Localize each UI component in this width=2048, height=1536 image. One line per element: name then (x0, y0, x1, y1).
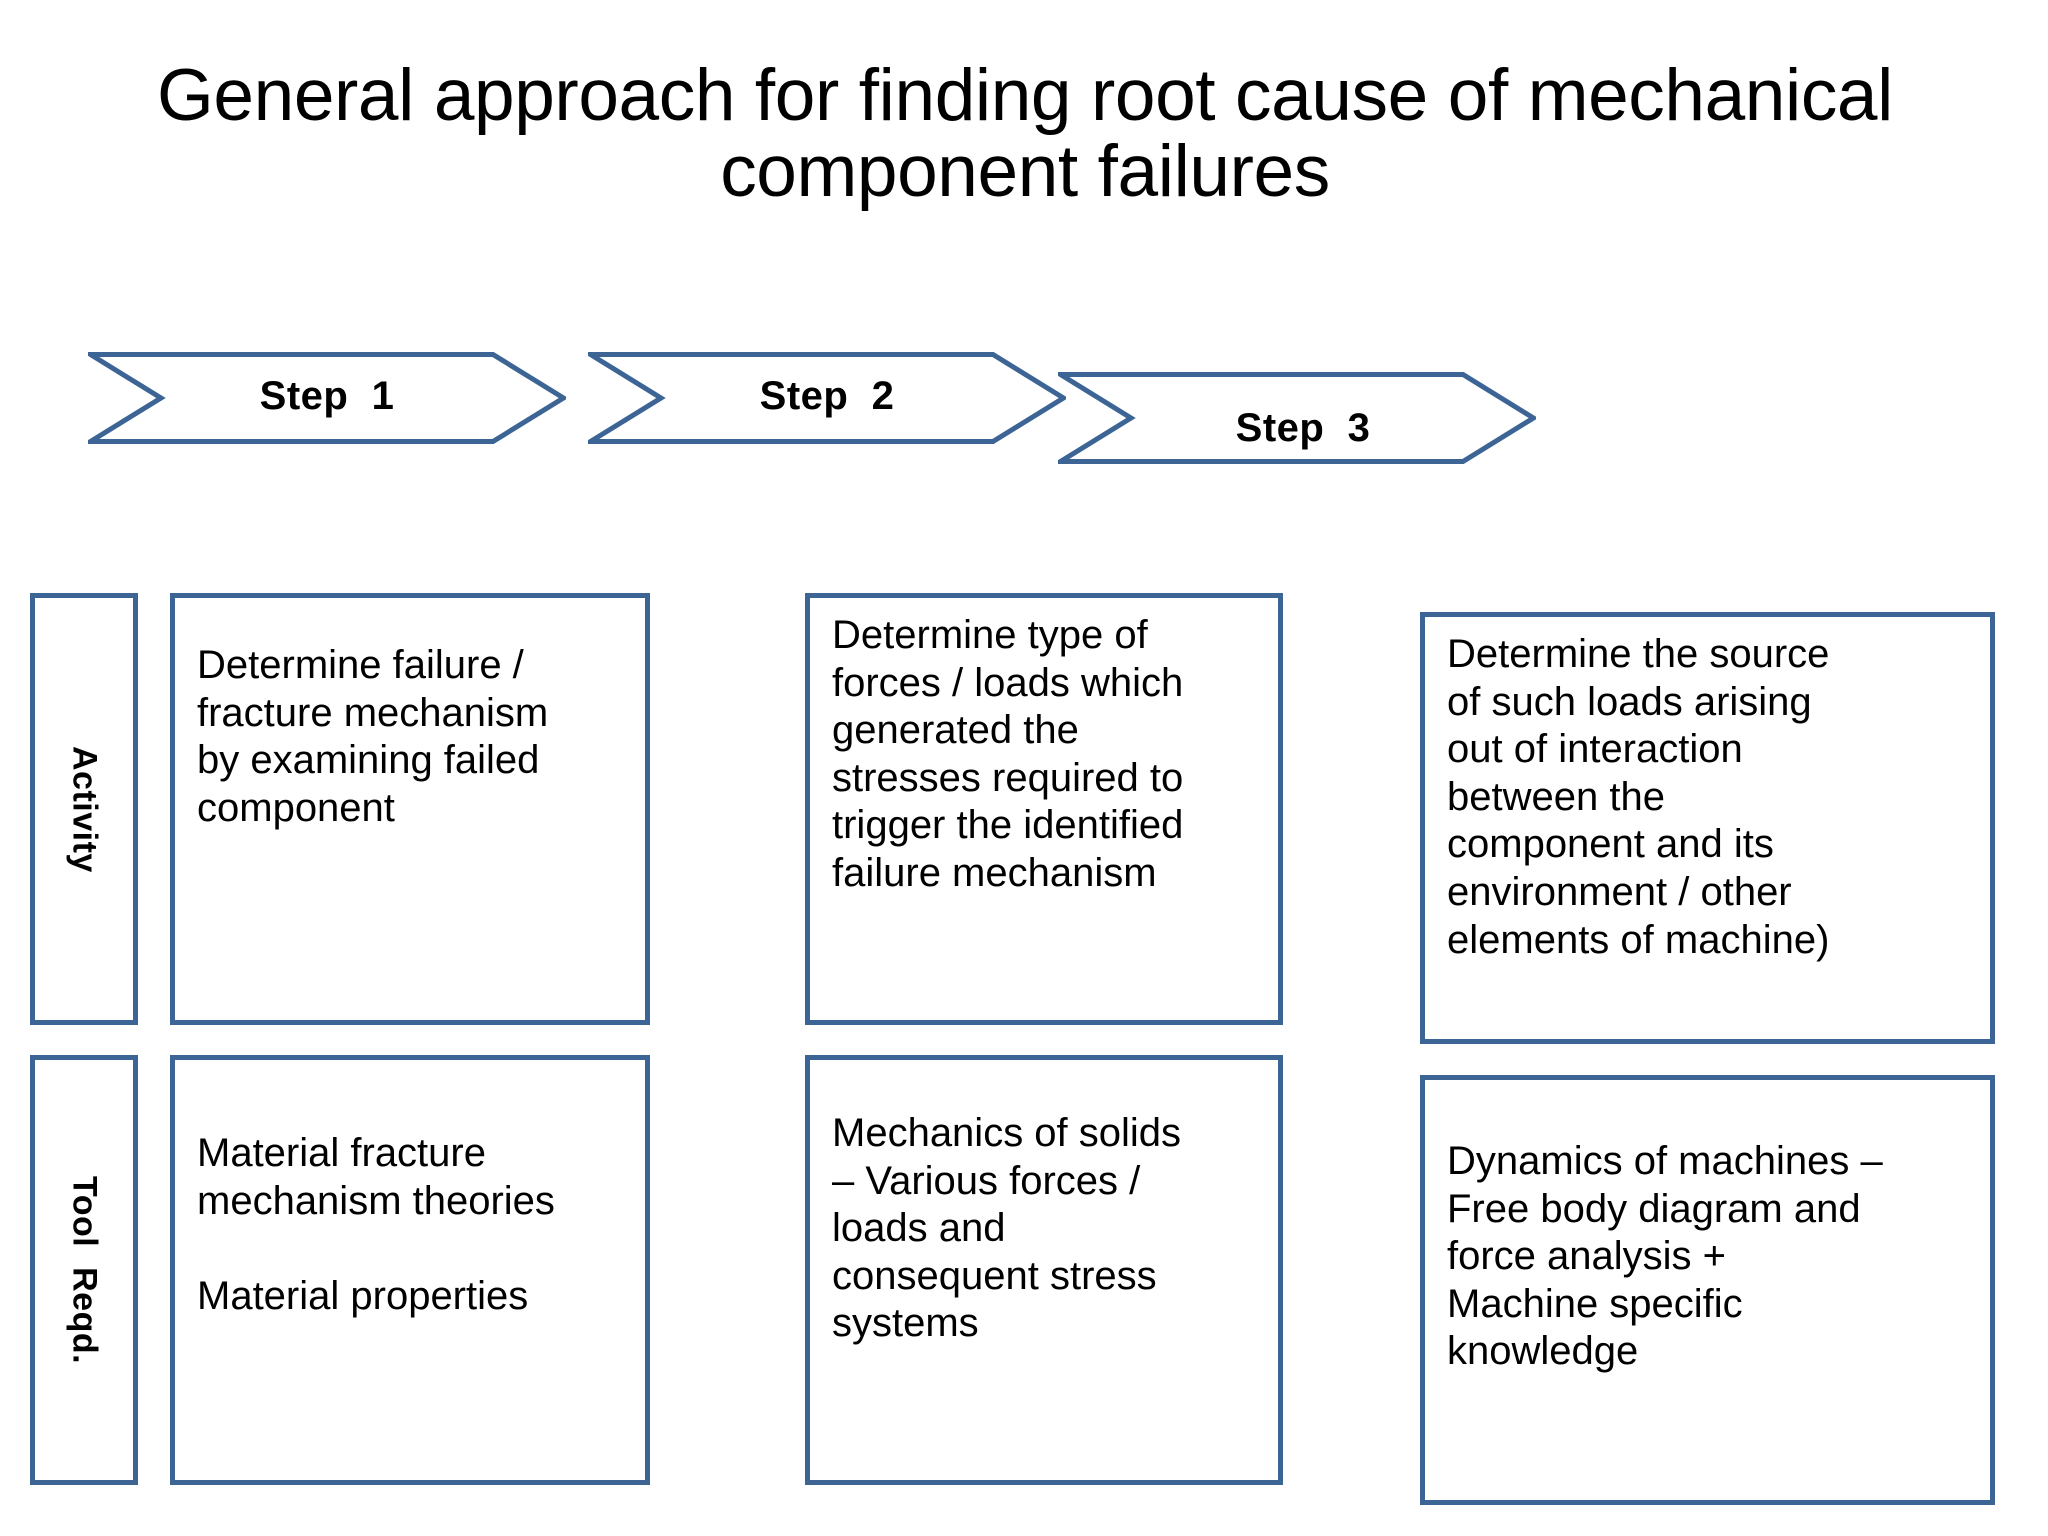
row-label-tool-reqd-text: Tool Reqd. (65, 1175, 104, 1365)
chevron-shape-icon (88, 352, 566, 444)
tool-reqd-box-step-1: Material fracture mechanism theories Mat… (170, 1055, 650, 1485)
page-title: General approach for finding root cause … (157, 55, 1893, 212)
row-label-tool-reqd: Tool Reqd. (30, 1055, 138, 1485)
chevron-shape-icon (588, 352, 1066, 444)
step-chevron-2[interactable]: Step 2 (588, 352, 1066, 444)
tool-reqd-box-step-2: Mechanics of solids – Various forces / l… (805, 1055, 1283, 1485)
step-chevron-1[interactable]: Step 1 (88, 352, 566, 444)
chevron-shape-icon (1058, 372, 1536, 464)
step-chevron-label-2: Step 2 (759, 373, 895, 418)
step-chevron-label-1: Step 1 (259, 373, 395, 418)
row-label-activity: Activity (30, 593, 138, 1025)
activity-box-step-1: Determine failure / fracture mechanism b… (170, 593, 650, 1025)
activity-box-step-2: Determine type of forces / loads which g… (805, 593, 1283, 1025)
step-chevron-3[interactable]: Step 3 (1058, 372, 1536, 464)
activity-box-step-3: Determine the source of such loads arisi… (1420, 612, 1995, 1044)
row-label-activity-text: Activity (65, 745, 104, 873)
tool-reqd-box-step-3: Dynamics of machines – Free body diagram… (1420, 1075, 1995, 1505)
step-chevron-label-3: Step 3 (1235, 405, 1371, 450)
